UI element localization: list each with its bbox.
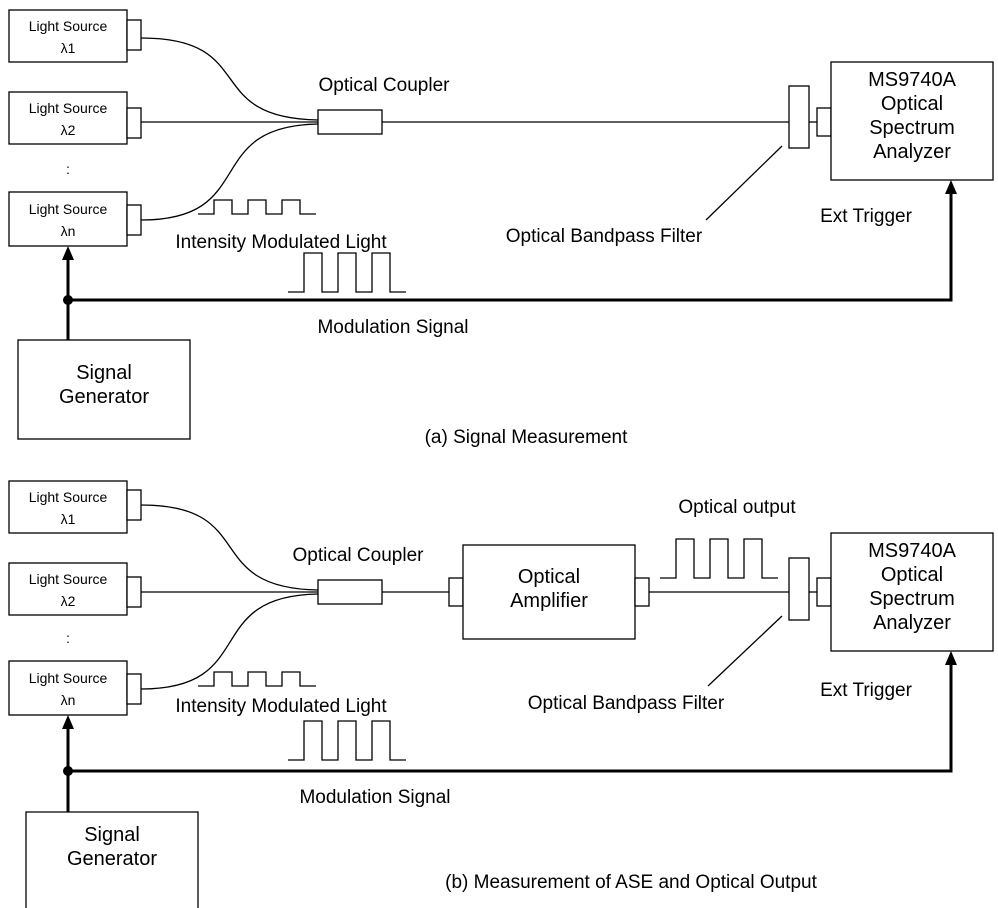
signal-generator-line1-b: Signal xyxy=(84,824,140,846)
analyzer-box-b xyxy=(830,532,994,652)
light-source-n-label-b: Light Source xyxy=(29,670,108,686)
analyzer-input-a xyxy=(816,107,832,137)
light-source-1-box xyxy=(8,9,128,63)
light-source-1-label: Light Source xyxy=(29,18,108,34)
optical-coupler-label-a: Optical Coupler xyxy=(319,75,451,96)
analyzer-line2-b: Optical xyxy=(881,564,943,586)
fiber-1-b xyxy=(140,504,319,591)
optical-output-waveform xyxy=(660,538,778,579)
light-source-2-port xyxy=(126,107,142,139)
intensity-modulated-light-label-a: Intensity Modulated Light xyxy=(175,232,387,253)
analyzer-model-a: MS9740A xyxy=(868,69,956,91)
fiber-1 xyxy=(140,37,319,121)
light-source-n-port xyxy=(126,204,142,236)
arrow-to-analyzer-a xyxy=(945,180,957,194)
signal-generator-a xyxy=(17,339,191,440)
optical-coupler-a xyxy=(317,109,383,135)
analyzer-box-a xyxy=(830,61,994,181)
light-source-2-wavelength: λ2 xyxy=(61,122,76,138)
analyzer-line3-b: Spectrum xyxy=(869,588,955,610)
ellipsis-b: : xyxy=(66,630,70,646)
ellipsis-a: : xyxy=(66,161,70,177)
light-source-1-label-b: Light Source xyxy=(29,489,108,505)
amplifier-input-port xyxy=(448,577,464,607)
panel-a: Light Source λ1 Light Source λ2 : Light … xyxy=(8,9,994,448)
signal-generator-line2-b: Generator xyxy=(67,848,157,870)
bandpass-filter-label-a: Optical Bandpass Filter xyxy=(506,226,703,247)
arrow-to-source-a xyxy=(62,246,74,260)
analyzer-line2-a: Optical xyxy=(881,93,943,115)
intensity-modulated-light-label-b: Intensity Modulated Light xyxy=(175,696,387,717)
light-source-1-wavelength: λ1 xyxy=(61,40,76,56)
light-source-n-label: Light Source xyxy=(29,201,108,217)
trigger-line-a xyxy=(68,188,953,302)
light-source-2-label: Light Source xyxy=(29,100,108,116)
light-source-n-box xyxy=(8,191,128,247)
bandpass-filter-a xyxy=(788,85,810,149)
junction-dot-b xyxy=(63,766,73,776)
intensity-modulated-light-waveform-a xyxy=(198,199,316,215)
analyzer-model-b: MS9740A xyxy=(868,540,956,562)
modulation-signal-waveform-b xyxy=(288,720,406,761)
light-source-1-wavelength-b: λ1 xyxy=(61,511,76,527)
ext-trigger-label-a: Ext Trigger xyxy=(820,206,913,227)
light-source-2-box-b xyxy=(8,562,128,616)
panel-b: Light Source λ1 Light Source λ2 : Light … xyxy=(8,480,994,908)
modulation-signal-label-b: Modulation Signal xyxy=(299,787,450,808)
modulation-signal-waveform-a xyxy=(288,252,406,293)
light-source-n-port-b xyxy=(126,673,142,705)
fiber-n-b xyxy=(140,593,319,690)
modulation-signal-label-a: Modulation Signal xyxy=(317,317,468,338)
bandpass-filter-label-b: Optical Bandpass Filter xyxy=(528,693,725,714)
signal-generator-line2-a: Generator xyxy=(59,386,149,408)
arrow-to-source-b xyxy=(62,715,74,729)
optical-output-label: Optical output xyxy=(678,497,796,518)
filter-leader-a xyxy=(705,145,783,221)
caption-a: (a) Signal Measurement xyxy=(425,427,628,448)
light-source-n-wavelength: λn xyxy=(61,223,76,239)
arrow-to-analyzer-b xyxy=(945,651,957,665)
trigger-line-b xyxy=(68,659,953,773)
bandpass-filter-b xyxy=(788,557,810,621)
light-source-1-box-b xyxy=(8,480,128,534)
filter-leader-b xyxy=(707,615,783,687)
amplifier-output-port xyxy=(634,577,650,607)
optical-amplifier-line2: Amplifier xyxy=(510,590,588,612)
optical-coupler-b xyxy=(317,579,383,605)
optical-amplifier-box xyxy=(462,544,636,640)
signal-generator-line1-a: Signal xyxy=(76,362,132,384)
caption-b: (b) Measurement of ASE and Optical Outpu… xyxy=(445,872,817,893)
analyzer-line4-b: Analyzer xyxy=(873,612,951,634)
signal-generator-b xyxy=(25,811,199,908)
light-source-n-wavelength-b: λn xyxy=(61,692,76,708)
fiber-n xyxy=(140,123,319,221)
optical-amplifier-line1: Optical xyxy=(518,566,580,588)
junction-dot-a xyxy=(63,295,73,305)
light-source-1-port xyxy=(126,19,142,51)
intensity-modulated-light-waveform-b xyxy=(198,671,316,687)
analyzer-line4-a: Analyzer xyxy=(873,141,951,163)
analyzer-line3-a: Spectrum xyxy=(869,117,955,139)
light-source-2-wavelength-b: λ2 xyxy=(61,593,76,609)
light-source-1-port-b xyxy=(126,489,142,521)
light-source-2-label-b: Light Source xyxy=(29,571,108,587)
ext-trigger-label-b: Ext Trigger xyxy=(820,680,913,701)
light-source-2-port-b xyxy=(126,576,142,608)
optical-coupler-label-b: Optical Coupler xyxy=(293,545,425,566)
analyzer-input-b xyxy=(816,577,832,607)
light-source-2-box xyxy=(8,91,128,145)
